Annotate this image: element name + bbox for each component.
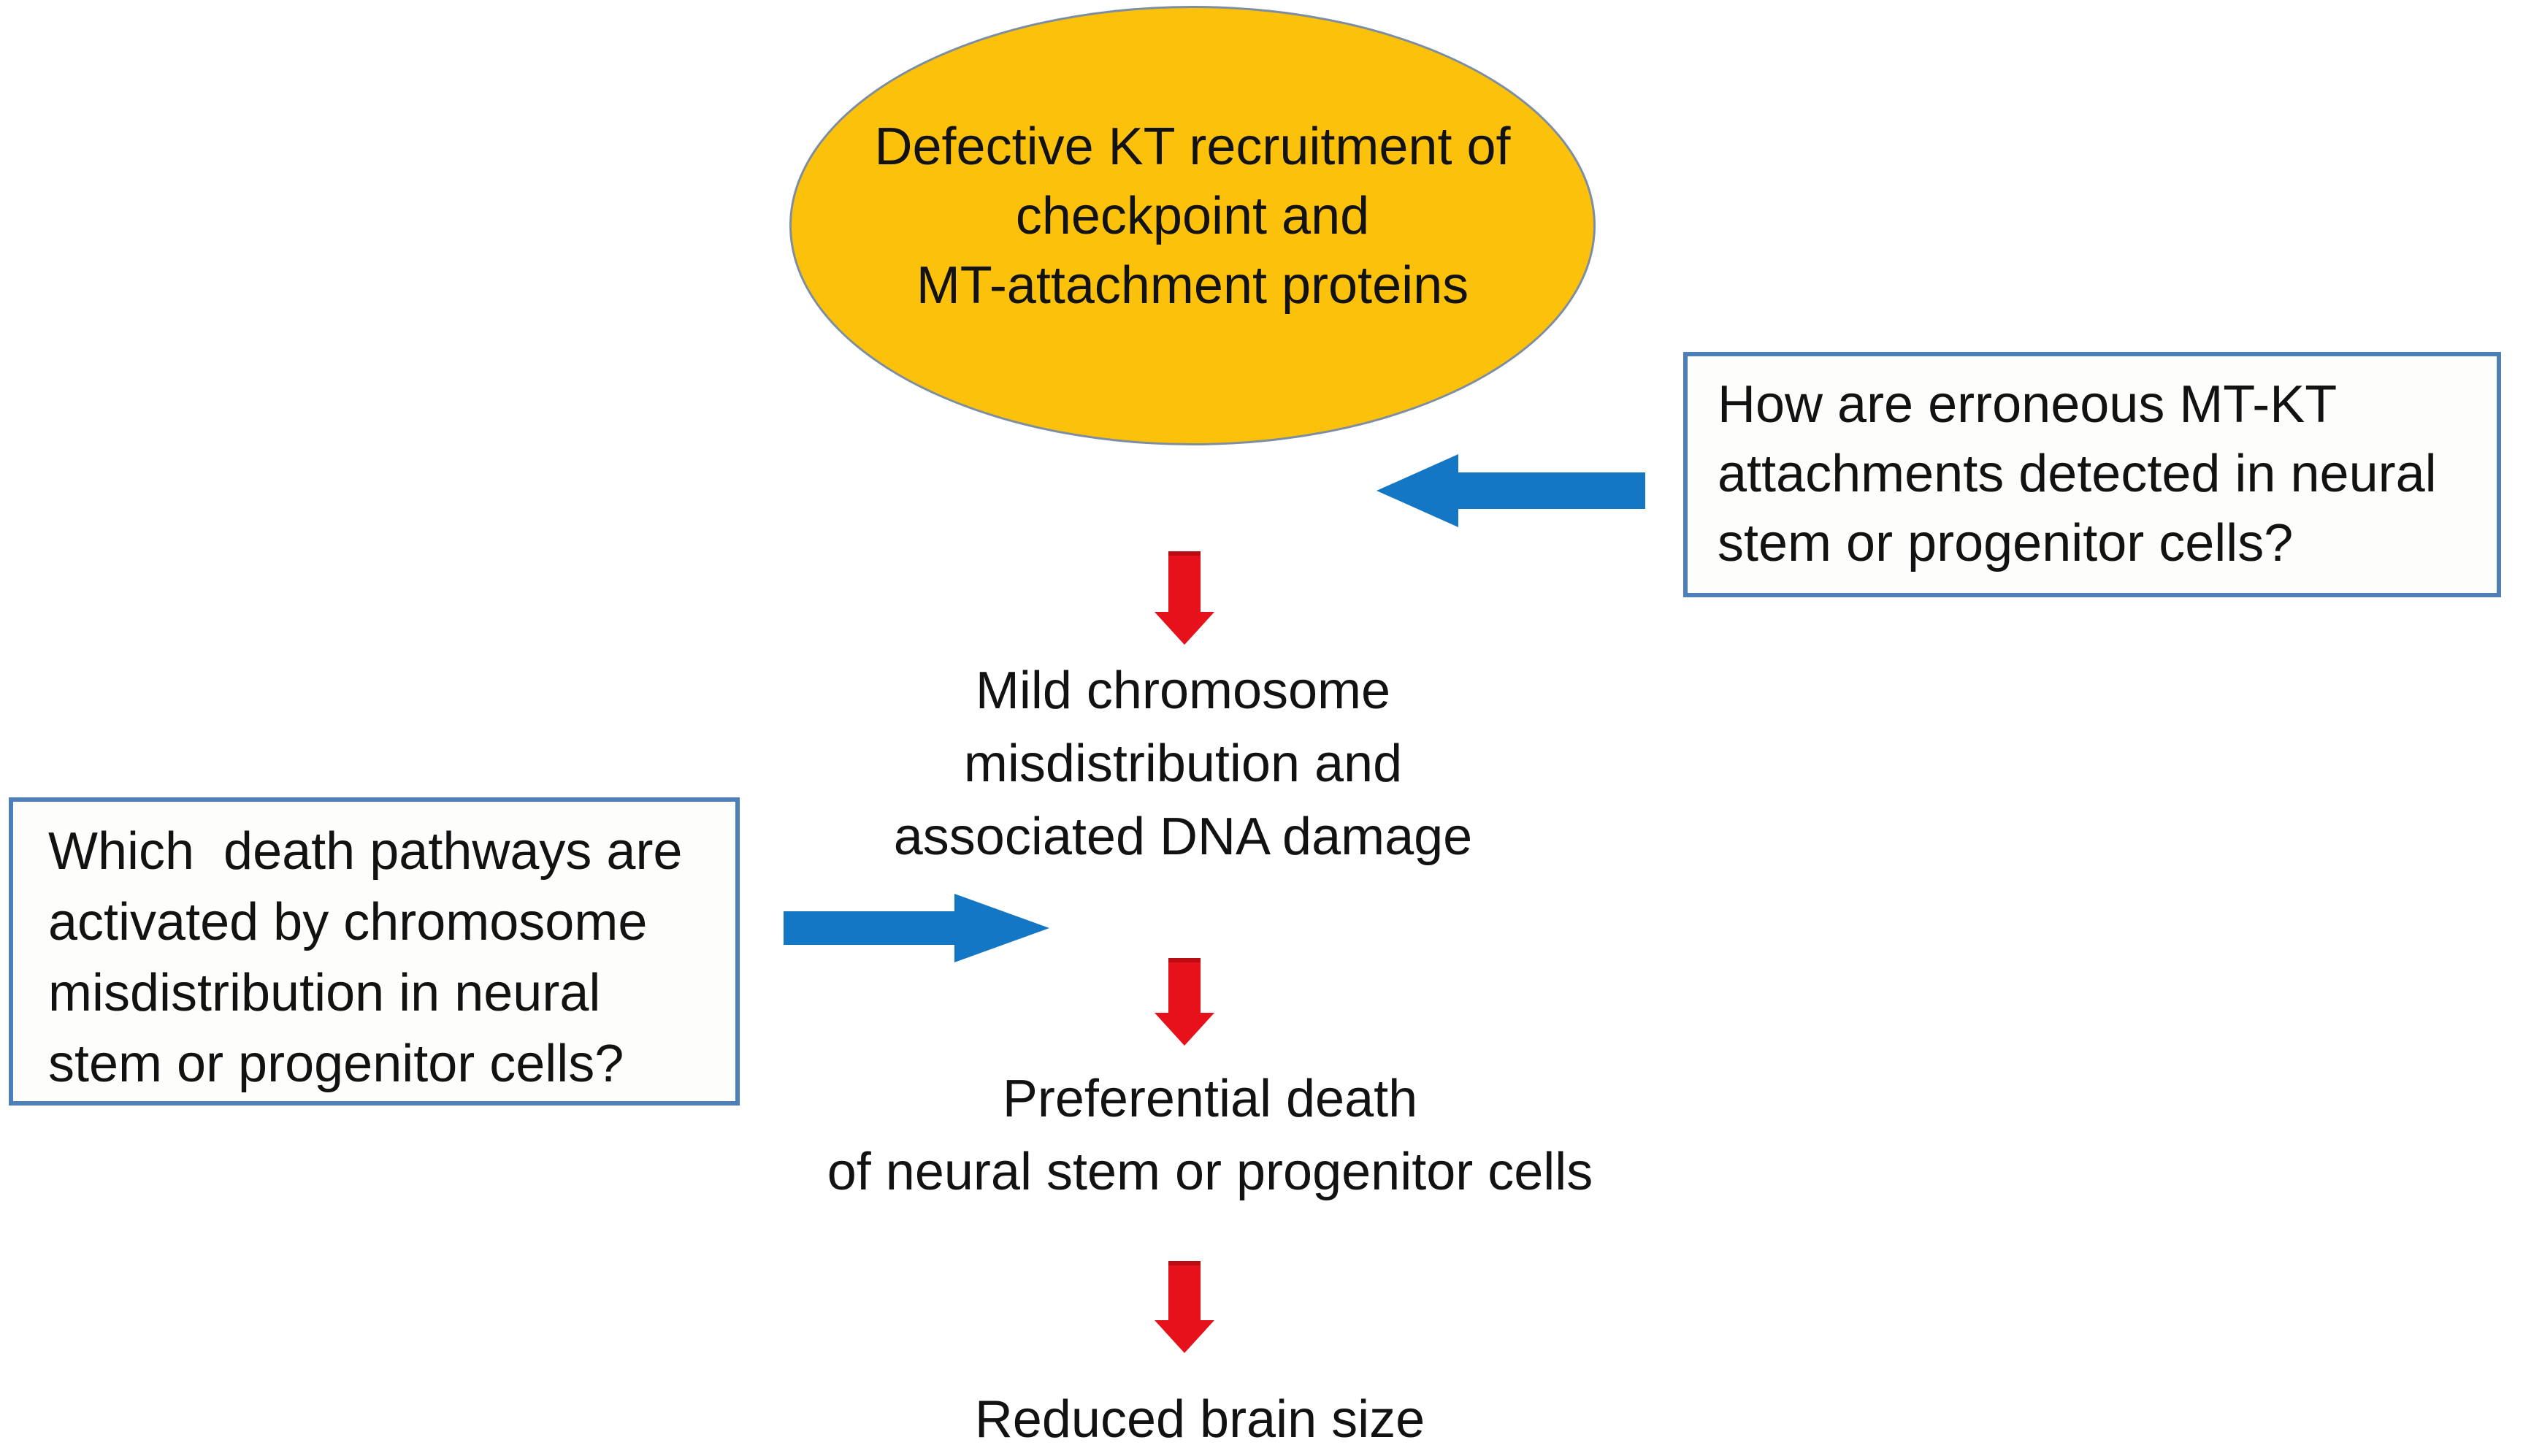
red-arrow-head <box>1155 1320 1214 1353</box>
red-down-arrow-3-icon <box>1155 1261 1214 1353</box>
red-down-arrow-2-icon <box>1155 958 1214 1046</box>
preferential-death-text: Preferential death of neural stem or pro… <box>827 1070 1593 1201</box>
red-down-arrow-1-icon <box>1155 551 1214 645</box>
red-arrow-head <box>1155 612 1214 645</box>
red-arrow-shaft <box>1168 551 1201 612</box>
blue-left-arrow-icon <box>1377 454 1645 527</box>
blue-right-arrow-shaft <box>784 911 956 945</box>
blue-left-arrow-head <box>1377 454 1458 527</box>
blue-right-arrow-head <box>954 894 1049 962</box>
red-arrow-shaft <box>1168 1261 1201 1320</box>
blue-left-arrow-shaft <box>1457 472 1645 509</box>
defective-kt-ellipse: Defective KT recruitment of checkpoint a… <box>789 6 1596 445</box>
question-box-right: How are erroneous MT-KT attachments dete… <box>1683 352 2501 597</box>
blue-right-arrow-icon <box>784 894 1049 962</box>
red-arrow-shaft <box>1168 958 1201 1013</box>
mild-chromosome-text: Mild chromosome misdistribution and asso… <box>893 662 1473 866</box>
reduced-brain-size-text: Reduced brain size <box>974 1390 1425 1449</box>
red-arrow-head <box>1155 1013 1214 1046</box>
question-box-left: Which death pathways are activated by ch… <box>9 797 740 1106</box>
